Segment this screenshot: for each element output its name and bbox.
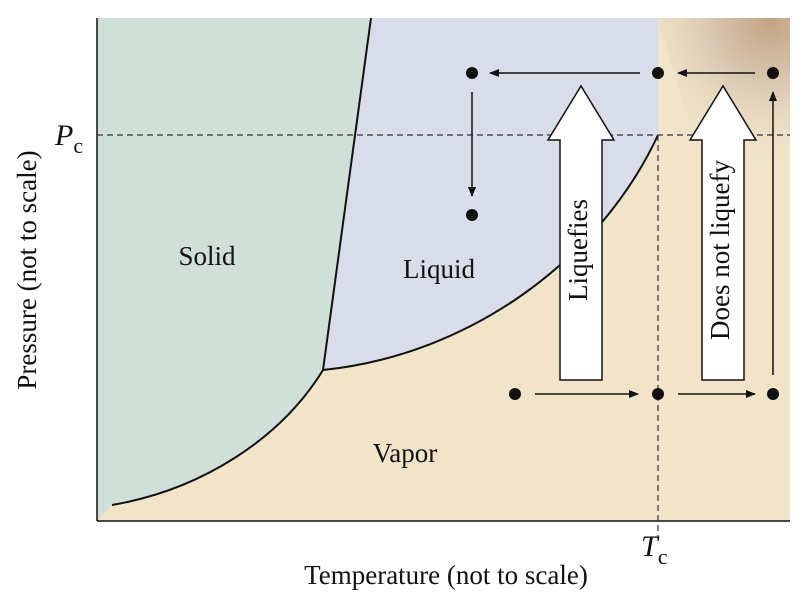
critical-pressure-subscript: c <box>73 133 83 158</box>
critical-pressure-label: Pc <box>54 119 83 158</box>
state-point-bottom-right <box>767 388 779 400</box>
x-axis-title: Temperature (not to scale) <box>304 560 588 590</box>
critical-temperature-label: Tc <box>641 530 668 569</box>
solid-region <box>97 18 371 521</box>
liquid-label: Liquid <box>403 254 475 284</box>
critical-temperature-subscript: c <box>658 544 668 569</box>
sublimation-curve <box>111 369 324 506</box>
does-not-liquefy-big-arrow <box>688 84 758 381</box>
solid-label: Solid <box>178 241 236 271</box>
fusion-curve <box>322 17 372 371</box>
state-point-top-left <box>466 67 478 79</box>
state-point-top-middle <box>652 67 664 79</box>
critical-temperature-symbol: T <box>641 530 660 563</box>
critical-pressure-symbol: P <box>54 119 73 152</box>
state-point-bottom-left <box>509 388 521 400</box>
y-axis-title: Pressure (not to scale) <box>12 150 42 389</box>
vapor-label: Vapor <box>373 438 437 468</box>
state-point-liquid <box>466 209 478 221</box>
state-point-bottom-middle <box>652 388 664 400</box>
does-not-liquefy-label: Does not liquefy <box>705 160 735 340</box>
liquefies-big-arrow <box>546 84 616 381</box>
liquefies-label: Liquefies <box>563 199 593 301</box>
state-point-top-right <box>767 67 779 79</box>
vaporization-curve <box>322 134 659 371</box>
